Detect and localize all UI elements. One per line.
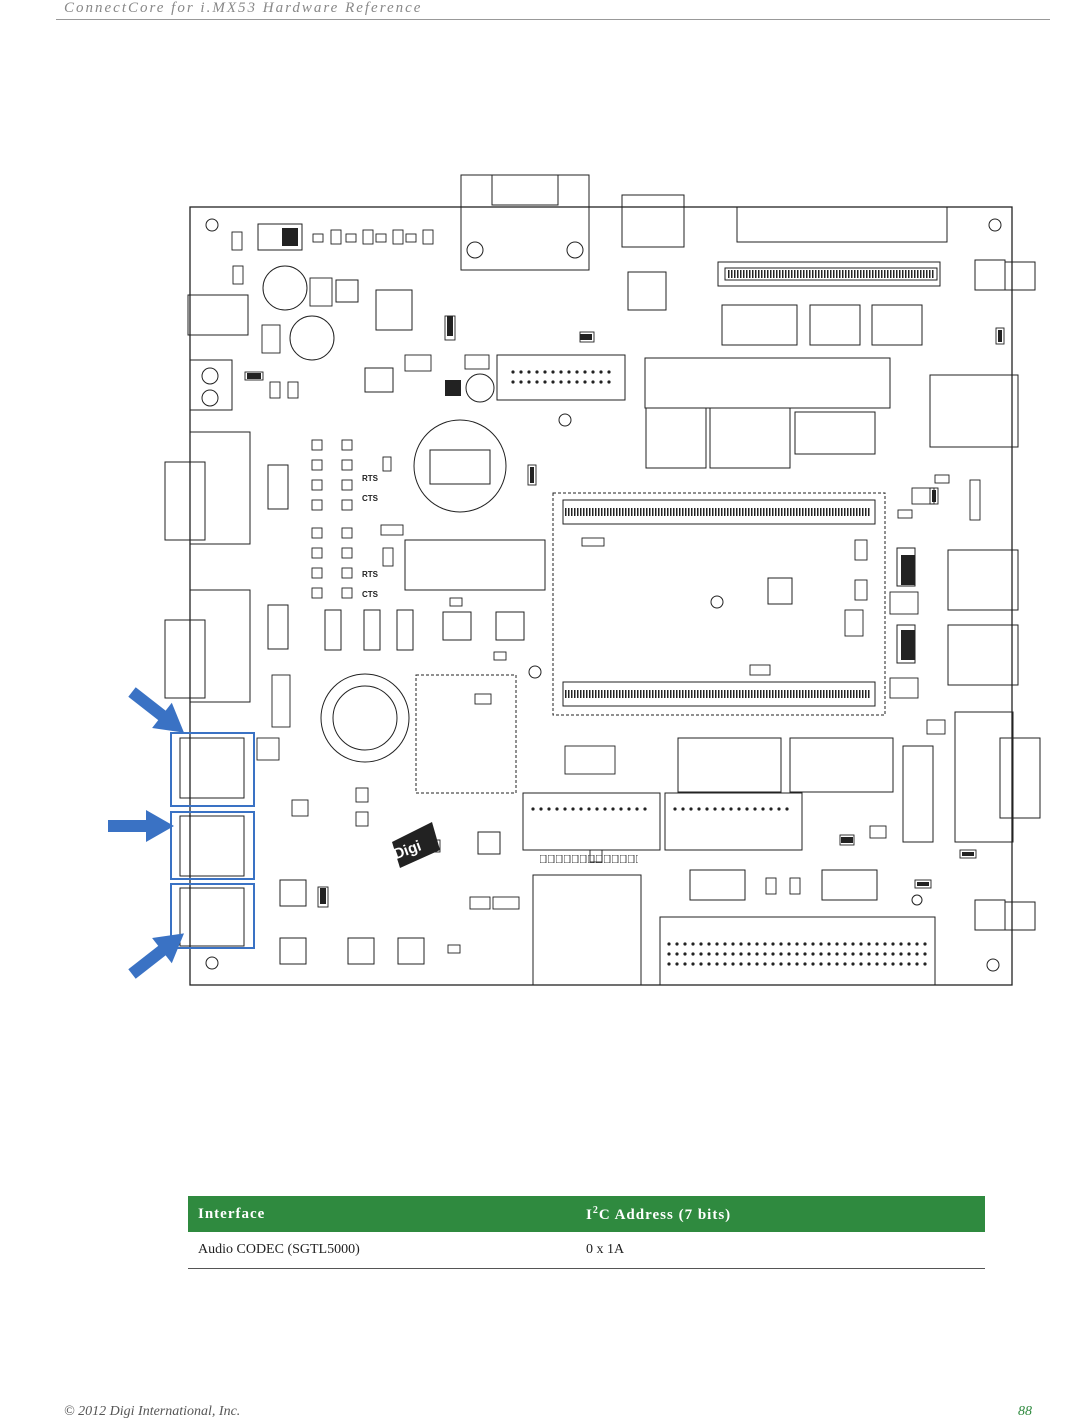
db9-serial-1	[190, 432, 250, 544]
highlight-box-3	[171, 884, 254, 948]
lcd-connector	[737, 207, 947, 242]
antenna-top	[975, 260, 1005, 290]
terminal-block	[190, 360, 232, 410]
buzzer	[321, 674, 409, 762]
usb-host-1	[948, 550, 1018, 610]
i2c-address-table: Interface I2C Address (7 bits) Audio COD…	[188, 1196, 985, 1269]
hdmi-db-right	[955, 712, 1013, 842]
address-column-header: I2C Address (7 bits)	[576, 1196, 985, 1232]
highlight-box-1	[171, 733, 254, 806]
arrow-icon-3	[122, 921, 194, 987]
antenna-bottom	[975, 900, 1005, 930]
page-number: 88	[1018, 1404, 1032, 1420]
rts-label-2: RTS	[362, 570, 379, 579]
db9-serial-2	[190, 590, 250, 702]
cts-label-1: CTS	[362, 494, 379, 503]
arrow-icon-2	[108, 810, 174, 842]
board-outline	[190, 207, 1012, 985]
header-rule	[56, 19, 1050, 20]
coin-cell	[414, 420, 506, 512]
highlight-box-2	[171, 812, 254, 879]
interface-cell: Audio CODEC (SGTL5000)	[188, 1232, 576, 1269]
table-row: Audio CODEC (SGTL5000) 0 x 1A	[188, 1232, 985, 1269]
power-jack	[188, 295, 248, 335]
usb-connector-top	[622, 195, 684, 247]
usb-host-2	[948, 625, 1018, 685]
rts-label-1: RTS	[362, 474, 379, 483]
arrow-icon-1	[122, 679, 194, 745]
digi-logo: Digi	[391, 822, 440, 868]
cts-label-2: CTS	[362, 590, 379, 599]
address-cell: 0 x 1A	[576, 1232, 985, 1269]
copyright-footer: © 2012 Digi International, Inc.	[64, 1404, 240, 1420]
board-diagram: RTS CTS RTS CTS Digi	[100, 160, 1060, 1000]
interface-column-header: Interface	[188, 1196, 576, 1232]
ethernet-jack	[930, 375, 1018, 447]
running-header: ConnectCore for i.MX53 Hardware Referenc…	[64, 0, 422, 17]
